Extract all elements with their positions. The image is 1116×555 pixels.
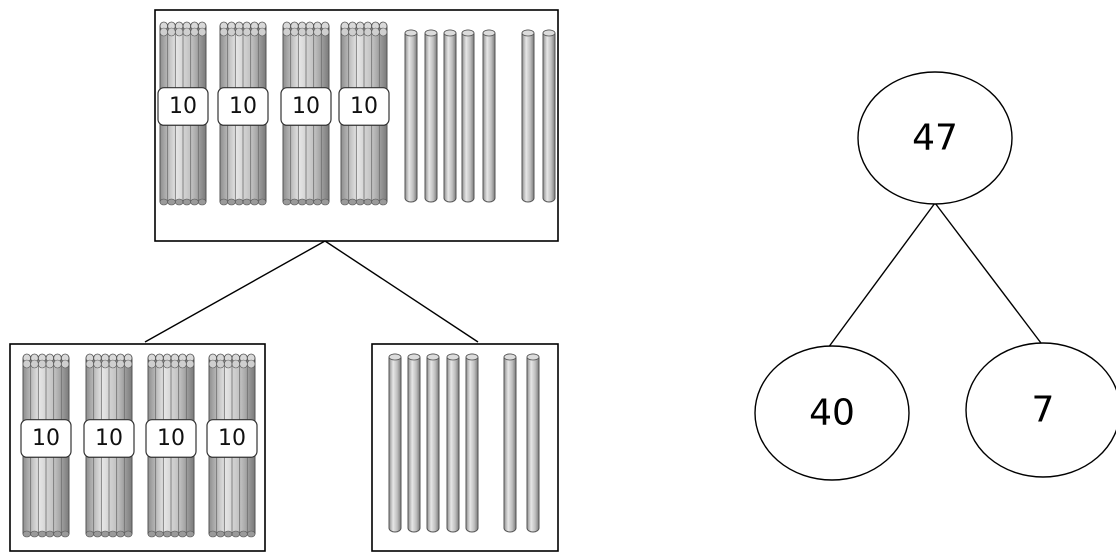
whole-bubble <box>857 71 1013 205</box>
single-stick <box>446 353 460 533</box>
ten-bundle: 10 <box>206 353 258 538</box>
bundle-band <box>157 87 209 126</box>
ten-bundle: 10 <box>280 21 332 206</box>
single-stick <box>407 353 421 533</box>
ones-part-value: 7 <box>1032 390 1055 431</box>
bundle-band <box>217 87 269 126</box>
bundle-label: 10 <box>32 426 60 451</box>
ones-part-bubble <box>965 342 1116 478</box>
bundle-label: 10 <box>350 94 378 119</box>
bundle-label: 10 <box>292 94 320 119</box>
single-stick <box>443 29 457 203</box>
whole-box-sticks: 10 10 10 10 <box>157 21 556 206</box>
bundle-label: 10 <box>169 94 197 119</box>
bundle-band <box>206 419 258 458</box>
bundle-band <box>83 419 135 458</box>
single-stick <box>424 29 438 203</box>
tens-box-sticks: 10 10 10 10 <box>20 353 258 538</box>
number-bond: 47 40 7 <box>754 71 1116 481</box>
bond-line-right <box>934 202 1045 348</box>
ten-bundle: 10 <box>338 21 390 206</box>
ten-bundle: 10 <box>157 21 209 206</box>
single-stick <box>521 29 535 203</box>
single-stick <box>404 29 418 203</box>
ten-bundle: 10 <box>20 353 72 538</box>
bundle-label: 10 <box>229 94 257 119</box>
ten-bundle: 10 <box>83 353 135 538</box>
single-stick <box>526 353 540 533</box>
connector-whole-to-ones <box>324 240 479 343</box>
bundle-label: 10 <box>95 426 123 451</box>
single-stick <box>503 353 517 533</box>
bundle-band <box>145 419 197 458</box>
connector-whole-to-tens <box>144 240 326 343</box>
single-stick <box>426 353 440 533</box>
ten-bundle: 10 <box>217 21 269 206</box>
bundle-band <box>280 87 332 126</box>
single-stick <box>461 29 475 203</box>
bundle-band <box>20 419 72 458</box>
bond-line-left <box>827 202 936 349</box>
bundle-label: 10 <box>218 426 246 451</box>
ones-box-sticks <box>388 353 540 533</box>
single-stick <box>482 29 496 203</box>
tens-part-value: 40 <box>809 393 855 434</box>
ten-bundle: 10 <box>145 353 197 538</box>
single-stick <box>542 29 556 203</box>
stick-model: 10 10 10 10 10 10 10 10 <box>9 9 559 552</box>
whole-value: 47 <box>912 118 958 159</box>
single-stick <box>465 353 479 533</box>
bundle-label: 10 <box>157 426 185 451</box>
single-stick <box>388 353 402 533</box>
bundle-band <box>338 87 390 126</box>
tens-part-bubble <box>754 345 910 481</box>
